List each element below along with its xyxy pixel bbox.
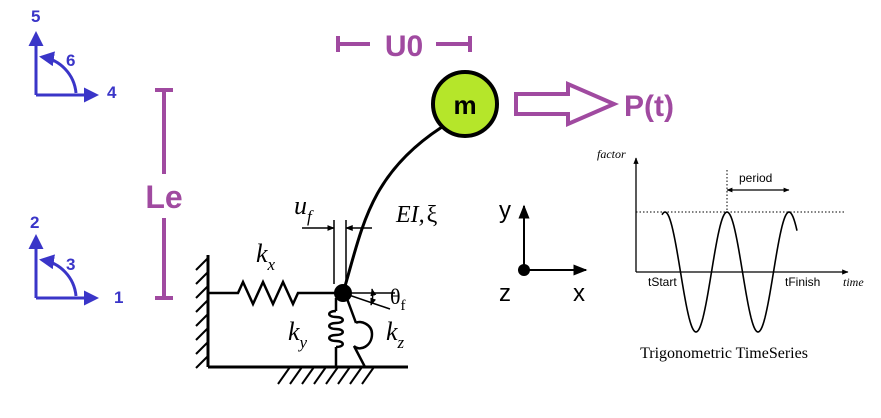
length-label-background [136,174,192,218]
ground-hatch [277,366,375,385]
offset-label: U0 [385,30,423,63]
element-property-label: EI,ξ [395,202,438,228]
theta-rotated-line [342,292,391,310]
foundation [195,255,408,385]
dof-bottom-y-label: 2 [30,213,39,232]
load-label: P(t) [624,90,674,123]
dof-top-y-label: 5 [31,7,40,26]
uf-annotation: uf [294,191,372,284]
timeseries-start-label: tStart [648,275,677,289]
load-arrow [514,80,620,128]
dof-top-rotation-arrow [39,51,78,94]
mass-label: m [453,90,476,120]
x-axis-label: x [573,280,585,307]
mass: m [431,70,499,138]
timeseries-caption: Trigonometric TimeSeries [640,345,808,362]
timeseries-y-label: factor [597,147,626,161]
length-label: Le [145,179,182,215]
left-wall-hatch [195,257,209,369]
spring-x-label: kx [256,239,276,274]
spring-x: kx [208,239,340,308]
timeseries-period-label: period [739,171,772,185]
uf-label: uf [294,191,314,226]
column-element [341,125,443,294]
dof-top-x-label: 4 [107,83,117,102]
y-axis-label: y [499,197,511,224]
offset-dimension: U0 [336,26,472,64]
spring-y-label: ky [288,317,308,352]
theta-arc-arrow [370,288,377,306]
timeseries-plot: factor time period tStart tFinish Trigon… [597,147,864,362]
spring-z-coil [344,295,374,368]
z-axis-label: z [499,280,511,307]
timeseries-finish-label: tFinish [785,275,820,289]
dof-bottom-rotation-label: 3 [66,255,75,274]
length-dimension: Le [136,88,192,300]
z-axis-dot [518,264,530,276]
spring-y-coil [328,309,344,349]
spring-x-coil [208,278,340,308]
theta-annotation: θf [342,284,406,314]
offset-label-background [370,26,436,64]
timeseries-x-label: time [843,275,864,289]
dof-top-rotation-label: 6 [66,51,75,70]
dof-bottom-x-label: 1 [114,288,123,307]
dof-bottom-rotation-arrow [39,254,78,297]
spring-z-label: kz [386,317,405,352]
timeseries-sine-curve [661,211,798,333]
theta-label: θf [390,284,406,314]
dof-bottom-symbol: 1 2 3 [28,213,123,307]
mass-circle [431,70,499,138]
spring-y: ky [288,298,344,367]
load: P(t) [514,80,674,128]
coordinate-axes: x y z [499,197,588,307]
dof-top-symbol: 4 5 6 [28,7,117,103]
